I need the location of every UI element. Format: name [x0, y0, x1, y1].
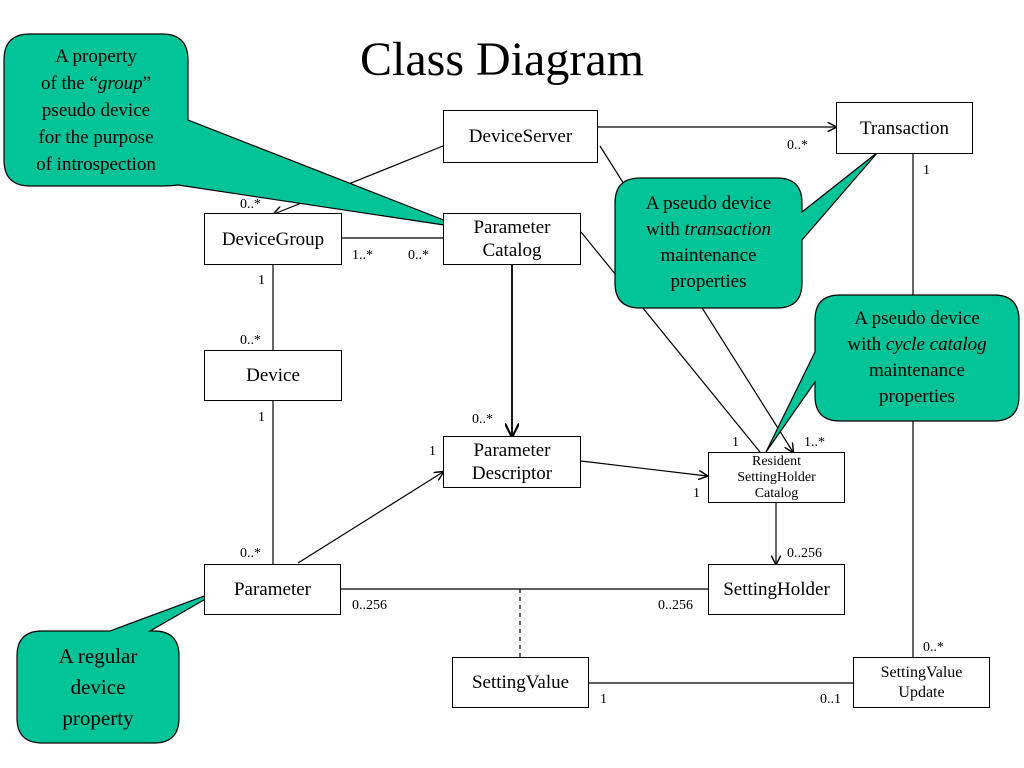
edge-parameter-descriptor — [297, 472, 443, 564]
class-label: SettingHolder — [723, 579, 830, 600]
edge-catalog-resident — [580, 231, 761, 453]
class-label-line: Parameter — [473, 217, 551, 238]
multiplicity-label: 0..* — [240, 197, 261, 212]
class-label: Device — [246, 365, 300, 386]
class-label: DeviceServer — [468, 126, 573, 147]
callout-line: A pseudo device — [645, 193, 772, 214]
callout-transaction-shape — [614, 151, 879, 309]
callout-emphasis: cycle catalog — [885, 334, 987, 355]
class-setting-value: SettingValue — [452, 657, 589, 708]
multiplicity-label: 0..256 — [787, 546, 822, 561]
multiplicity-label: 1 — [600, 692, 607, 707]
callout-line: for the purpose — [38, 126, 154, 148]
callout-text: of the “ — [40, 72, 98, 94]
multiplicity-label: 0..* — [923, 640, 944, 655]
callout-line: properties — [879, 386, 955, 407]
class-label-line: Resident — [752, 453, 801, 469]
multiplicity-label: 1 — [429, 444, 436, 459]
callout-line: maintenance — [868, 360, 965, 381]
class-parameter: Parameter — [204, 564, 341, 615]
callout-transaction: A pseudo device with transaction mainten… — [615, 178, 802, 308]
class-transaction: Transaction — [836, 102, 973, 154]
class-label: Transaction — [859, 117, 950, 139]
callout-line: properties — [670, 271, 747, 292]
class-setting-holder: SettingHolder — [708, 564, 845, 615]
class-label: DeviceGroup — [221, 228, 325, 250]
class-label: Parameter — [233, 579, 311, 600]
class-label-line: Catalog — [482, 240, 542, 261]
class-label-line: Catalog — [754, 485, 799, 501]
multiplicity-label: 1 — [923, 163, 930, 178]
callout-text: with — [847, 334, 886, 355]
callout-line: with cycle catalog — [847, 332, 986, 358]
callout-line: property — [62, 705, 134, 730]
callout-line: with transaction — [646, 217, 771, 243]
multiplicity-label: 1 — [732, 435, 739, 450]
callout-line: of introspection — [36, 153, 156, 175]
class-setting-value-update: SettingValue Update — [853, 657, 990, 708]
callout-line: device — [70, 674, 126, 699]
multiplicity-label: 1 — [258, 273, 265, 288]
multiplicity-label: 0..* — [240, 546, 261, 561]
class-device: Device — [204, 350, 342, 401]
callout-line: A property — [55, 45, 137, 67]
callout-line: pseudo device — [41, 99, 151, 121]
multiplicity-label: 0..256 — [658, 598, 693, 613]
multiplicity-label: 1..* — [352, 248, 373, 263]
class-label-line: SettingValue — [880, 663, 963, 681]
multiplicity-label: 0..* — [408, 248, 429, 263]
multiplicity-label: 1 — [693, 486, 700, 501]
class-label-line: SettingHolder — [737, 469, 816, 485]
class-resident-setting-holder-catalog: Resident SettingHolder Catalog — [708, 452, 845, 503]
multiplicity-label: 0..* — [472, 412, 493, 427]
callout-emphasis: group — [97, 72, 143, 94]
callout-cycle-shape — [765, 294, 1020, 453]
callout-text: ” — [142, 72, 152, 94]
class-parameter-catalog: Parameter Catalog — [443, 213, 581, 265]
multiplicity-label: 0..* — [240, 333, 261, 348]
callout-group: A property of the “group” pseudo device … — [4, 34, 188, 186]
class-label-line: Update — [898, 683, 945, 701]
multiplicity-label: 0..1 — [820, 692, 841, 707]
callout-group-shape — [3, 33, 465, 229]
callout-line: maintenance — [660, 245, 757, 266]
multiplicity-label: 0..256 — [352, 598, 387, 613]
callout-regular-property: A regular device property — [17, 631, 179, 743]
callout-cycle-catalog: A pseudo device with cycle catalog maint… — [815, 295, 1019, 421]
callout-line: A regular — [58, 643, 138, 668]
callout-regular-shape — [16, 588, 224, 744]
callout-text: with — [645, 219, 685, 240]
class-device-group: DeviceGroup — [204, 213, 342, 265]
class-label: SettingValue — [471, 672, 570, 693]
multiplicity-label: 0..* — [787, 138, 808, 153]
callout-emphasis: transaction — [684, 219, 772, 240]
page-title: Class Diagram — [360, 33, 644, 86]
callout-line: of the “group” — [41, 70, 151, 97]
class-parameter-descriptor: Parameter Descriptor — [443, 436, 581, 488]
multiplicity-label: 1 — [258, 410, 265, 425]
edge-descriptor-resident — [580, 460, 707, 476]
callout-line: A pseudo device — [854, 308, 980, 329]
class-label-line: Descriptor — [471, 463, 553, 484]
class-label-line: Parameter — [473, 440, 551, 461]
class-device-server: DeviceServer — [443, 110, 598, 163]
multiplicity-label: 1..* — [804, 435, 825, 450]
